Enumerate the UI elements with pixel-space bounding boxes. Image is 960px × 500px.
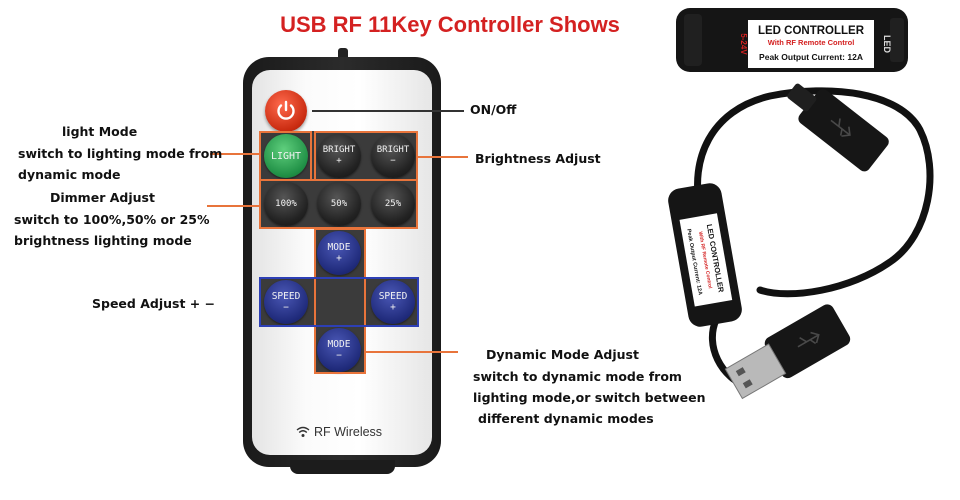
- bright-plus-label: BRIGHT: [322, 145, 356, 155]
- brightness-leader: [418, 156, 468, 158]
- power-button[interactable]: [265, 90, 307, 132]
- mode-plus-button[interactable]: MODE+: [317, 231, 361, 275]
- mode-minus-button[interactable]: MODE−: [317, 328, 361, 372]
- dim-100-label: 100%: [275, 198, 297, 209]
- on-off-annotation: ON/Off: [470, 102, 517, 117]
- dynamic-mode-line2: switch to dynamic mode from: [473, 369, 682, 384]
- light-button-label: LIGHT: [270, 150, 302, 162]
- wifi-icon: [296, 426, 310, 437]
- light-button[interactable]: LIGHT: [264, 134, 308, 178]
- dimmer-leader: [207, 205, 260, 207]
- light-mode-title: light Mode: [62, 124, 138, 139]
- bright-minus-label: BRIGHT: [376, 145, 410, 155]
- speed-highlight-box: [259, 277, 419, 327]
- controller-line3: Peak Output Current: 12A: [759, 52, 863, 62]
- page-title: USB RF 11Key Controller Shows: [280, 12, 620, 37]
- mode-minus-sign: −: [336, 350, 342, 361]
- mode-plus-sign: +: [336, 253, 342, 264]
- on-off-leader: [312, 110, 464, 112]
- dim-50-button[interactable]: 50%: [317, 182, 361, 226]
- mode-plus-label: MODE: [327, 242, 351, 253]
- light-mode-leader: [210, 153, 260, 155]
- speed-minus-label: SPEED: [271, 291, 301, 302]
- speed-plus-label: SPEED: [378, 291, 408, 302]
- dynamic-mode-title: Dynamic Mode Adjust: [486, 347, 639, 362]
- dynamic-mode-line4: different dynamic modes: [478, 411, 654, 426]
- dim-25-label: 25%: [384, 198, 402, 209]
- speed-annotation: Speed Adjust + −: [92, 296, 216, 311]
- brightness-annotation: Brightness Adjust: [475, 151, 601, 166]
- speed-minus-sign: −: [283, 302, 289, 313]
- dimmer-title: Dimmer Adjust: [50, 190, 155, 205]
- dim-25-button[interactable]: 25%: [371, 182, 415, 226]
- light-mode-line2: switch to lighting mode from: [18, 146, 223, 161]
- controller-middle-view: LED CONTROLLER With RF Remote Control Pe…: [668, 183, 742, 327]
- dim-100-button[interactable]: 100%: [264, 182, 308, 226]
- mode-minus-label: MODE: [327, 339, 351, 350]
- usb-socket: [787, 83, 889, 172]
- bright-plus-button[interactable]: BRIGHT+: [317, 134, 361, 178]
- dimmer-line2: switch to 100%,50% or 25%: [14, 212, 210, 227]
- light-mode-line3: dynamic mode: [18, 167, 121, 182]
- controller-line1: LED CONTROLLER: [758, 25, 865, 37]
- mode-highlight-box: [314, 228, 366, 374]
- remote-antenna: [338, 48, 348, 60]
- controller-top-view: LED CONTROLLER With RF Remote Control Pe…: [676, 8, 908, 72]
- controller-line2: With RF Remote Control: [768, 38, 855, 47]
- dim-50-label: 50%: [330, 198, 348, 209]
- dynamic-mode-leader: [366, 351, 458, 353]
- controller-voltage: 5-24V: [739, 33, 748, 55]
- rf-wireless-brand: RF Wireless: [296, 425, 382, 439]
- dynamic-mode-line3: lighting mode,or switch between: [473, 390, 706, 405]
- remote-base: [290, 460, 395, 474]
- dimmer-line3: brightness lighting mode: [14, 233, 192, 248]
- bright-minus-button[interactable]: BRIGHT−: [371, 134, 415, 178]
- controller-led: LED: [882, 35, 892, 54]
- power-icon: [277, 100, 295, 120]
- rf-wireless-label: RF Wireless: [314, 425, 383, 439]
- bright-minus-sign: −: [390, 156, 396, 166]
- usb-plug: [724, 304, 851, 400]
- speed-plus-sign: +: [390, 302, 396, 313]
- bright-plus-sign: +: [336, 156, 342, 166]
- speed-minus-button[interactable]: SPEED−: [264, 280, 308, 324]
- speed-plus-button[interactable]: SPEED+: [371, 280, 415, 324]
